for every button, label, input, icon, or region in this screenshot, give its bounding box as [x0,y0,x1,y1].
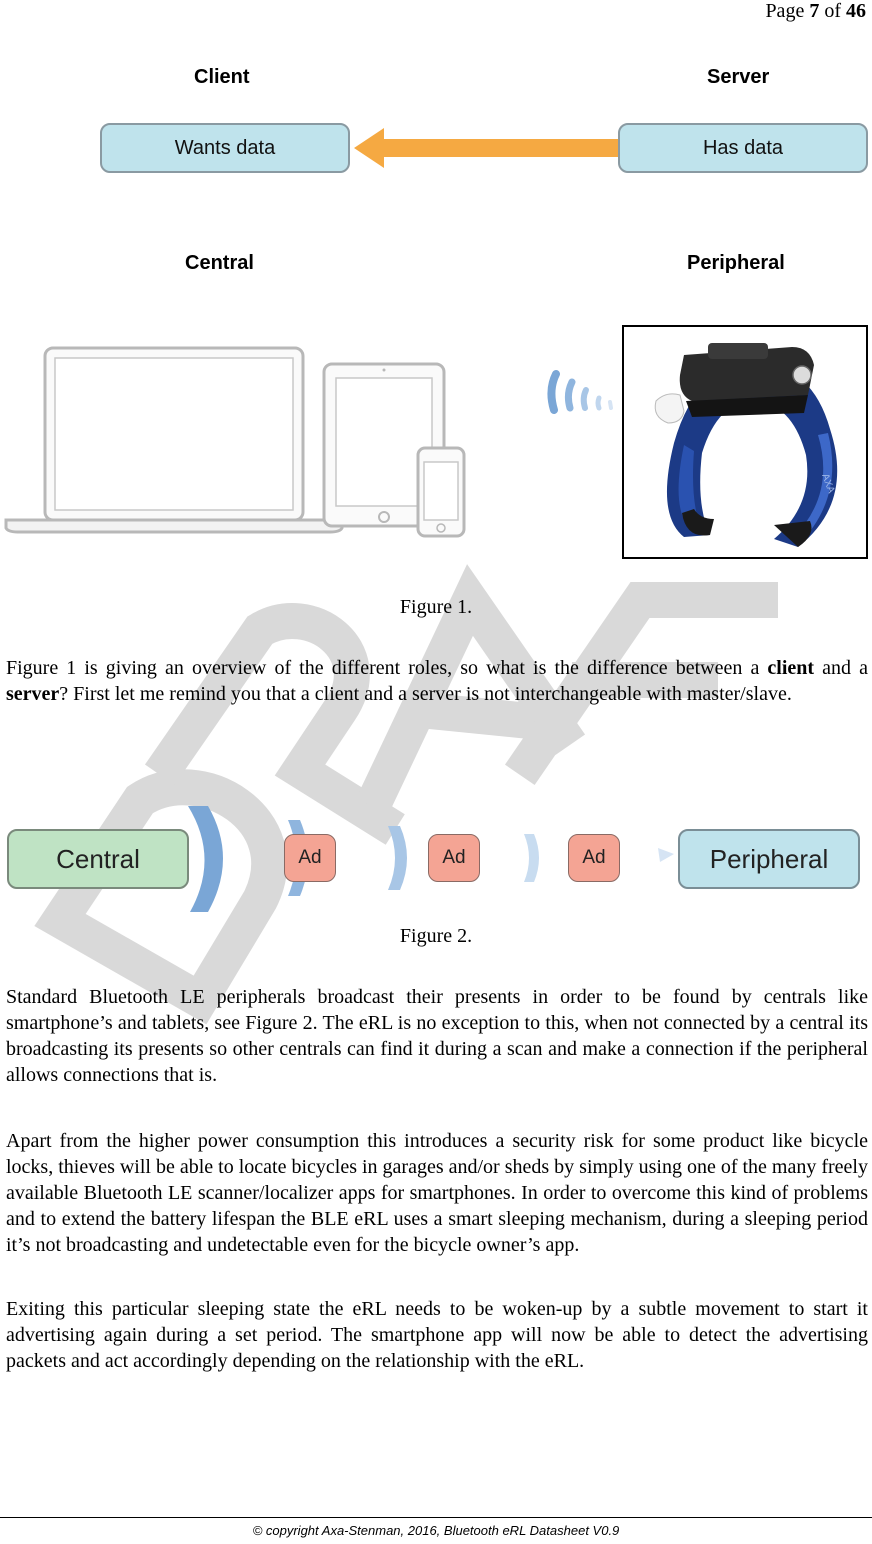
central-devices-illustration [4,346,466,538]
page-number-total: 46 [846,0,866,22]
paragraph-wakeup: Exiting this particular sleeping state t… [6,1298,868,1372]
data-flow-arrow [354,128,618,168]
page-number-prefix: Page [765,0,810,22]
tablet-icon [322,362,446,528]
signal-waves-icon [547,370,613,414]
draft-watermark [34,564,778,1025]
para1-text-2: and a [814,657,868,679]
page-number-sep: of [819,0,846,22]
bike-lock-photo: AXA [622,325,868,559]
server-label: Server [707,66,770,88]
central-label: Central [185,252,254,274]
client-label: Client [194,66,250,88]
para1-bold-server: server [6,683,60,705]
paragraph-broadcast: Standard Bluetooth LE peripherals broadc… [6,986,868,1086]
para1-text-1: Figure 1 is giving an overview of the di… [6,657,768,679]
page-number-current: 7 [809,0,820,22]
ad-packet-2: Ad [428,834,480,882]
peripheral-box: Peripheral [678,829,860,889]
has-data-box: Has data [618,123,868,173]
wants-data-box: Wants data [100,123,350,173]
phone-icon [416,446,466,538]
para1-bold-client: client [767,657,815,679]
figure2-caption: Figure 2. [399,925,473,947]
laptop-icon [4,346,344,534]
footer-divider [0,1517,872,1518]
paragraph-roles: Figure 1 is giving an overview of the di… [6,655,868,707]
page-number: Page 7 of 46 [765,0,866,23]
figure1-caption: Figure 1. [399,596,473,618]
footer-copyright: © copyright Axa-Stenman, 2016, Bluetooth… [252,1523,620,1538]
central-box: Central [7,829,189,889]
peripheral-label: Peripheral [687,252,785,274]
paragraph-security: Apart from the higher power consumption … [6,1130,868,1256]
para1-text-3: ? First let me remind you that a client … [59,683,792,705]
ad-packet-1: Ad [284,834,336,882]
ad-packet-3: Ad [568,834,620,882]
